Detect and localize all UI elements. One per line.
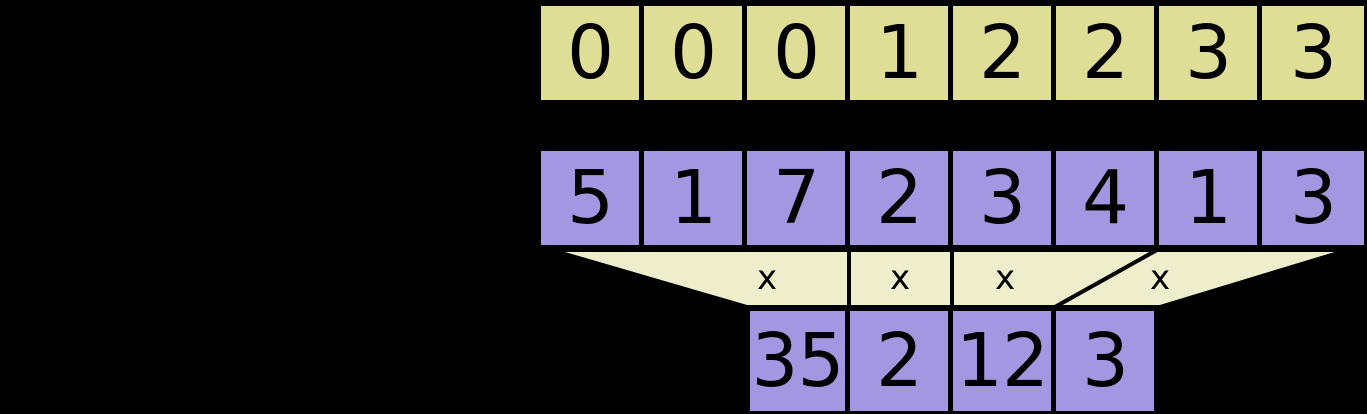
value-cell: 7 bbox=[744, 148, 848, 248]
output-cell: 35 bbox=[747, 308, 848, 414]
segment-id-cell: 1 bbox=[847, 3, 951, 103]
value-cell: 2 bbox=[847, 148, 951, 248]
output-cell: 2 bbox=[847, 308, 951, 414]
multiply-operator-icon: x bbox=[889, 258, 911, 298]
output-cell: 12 bbox=[950, 308, 1054, 414]
value-cell: 1 bbox=[641, 148, 745, 248]
value-cell: 4 bbox=[1053, 148, 1157, 248]
segment-id-cell: 2 bbox=[1053, 3, 1157, 103]
segment-id-cell: 3 bbox=[1156, 3, 1260, 103]
segment-id-cell: 3 bbox=[1259, 3, 1367, 103]
segment-id-cell: 0 bbox=[538, 3, 642, 103]
multiply-operator-icon: x bbox=[1149, 258, 1171, 298]
connector-shape-seg2 bbox=[950, 248, 1165, 309]
segment-id-cell: 2 bbox=[950, 3, 1054, 103]
value-cell: 3 bbox=[950, 148, 1054, 248]
value-cell: 3 bbox=[1259, 148, 1367, 248]
segment-id-cell: 0 bbox=[641, 3, 745, 103]
value-cell: 5 bbox=[538, 148, 642, 248]
connector-shape-left bbox=[550, 248, 851, 309]
multiply-operator-icon: x bbox=[994, 258, 1016, 298]
segment-id-cell: 0 bbox=[744, 3, 848, 103]
value-cell: 1 bbox=[1156, 148, 1260, 248]
connector-shape-seg3 bbox=[1047, 248, 1349, 309]
multiply-operator-icon: x bbox=[756, 258, 778, 298]
output-cell: 3 bbox=[1053, 308, 1157, 414]
